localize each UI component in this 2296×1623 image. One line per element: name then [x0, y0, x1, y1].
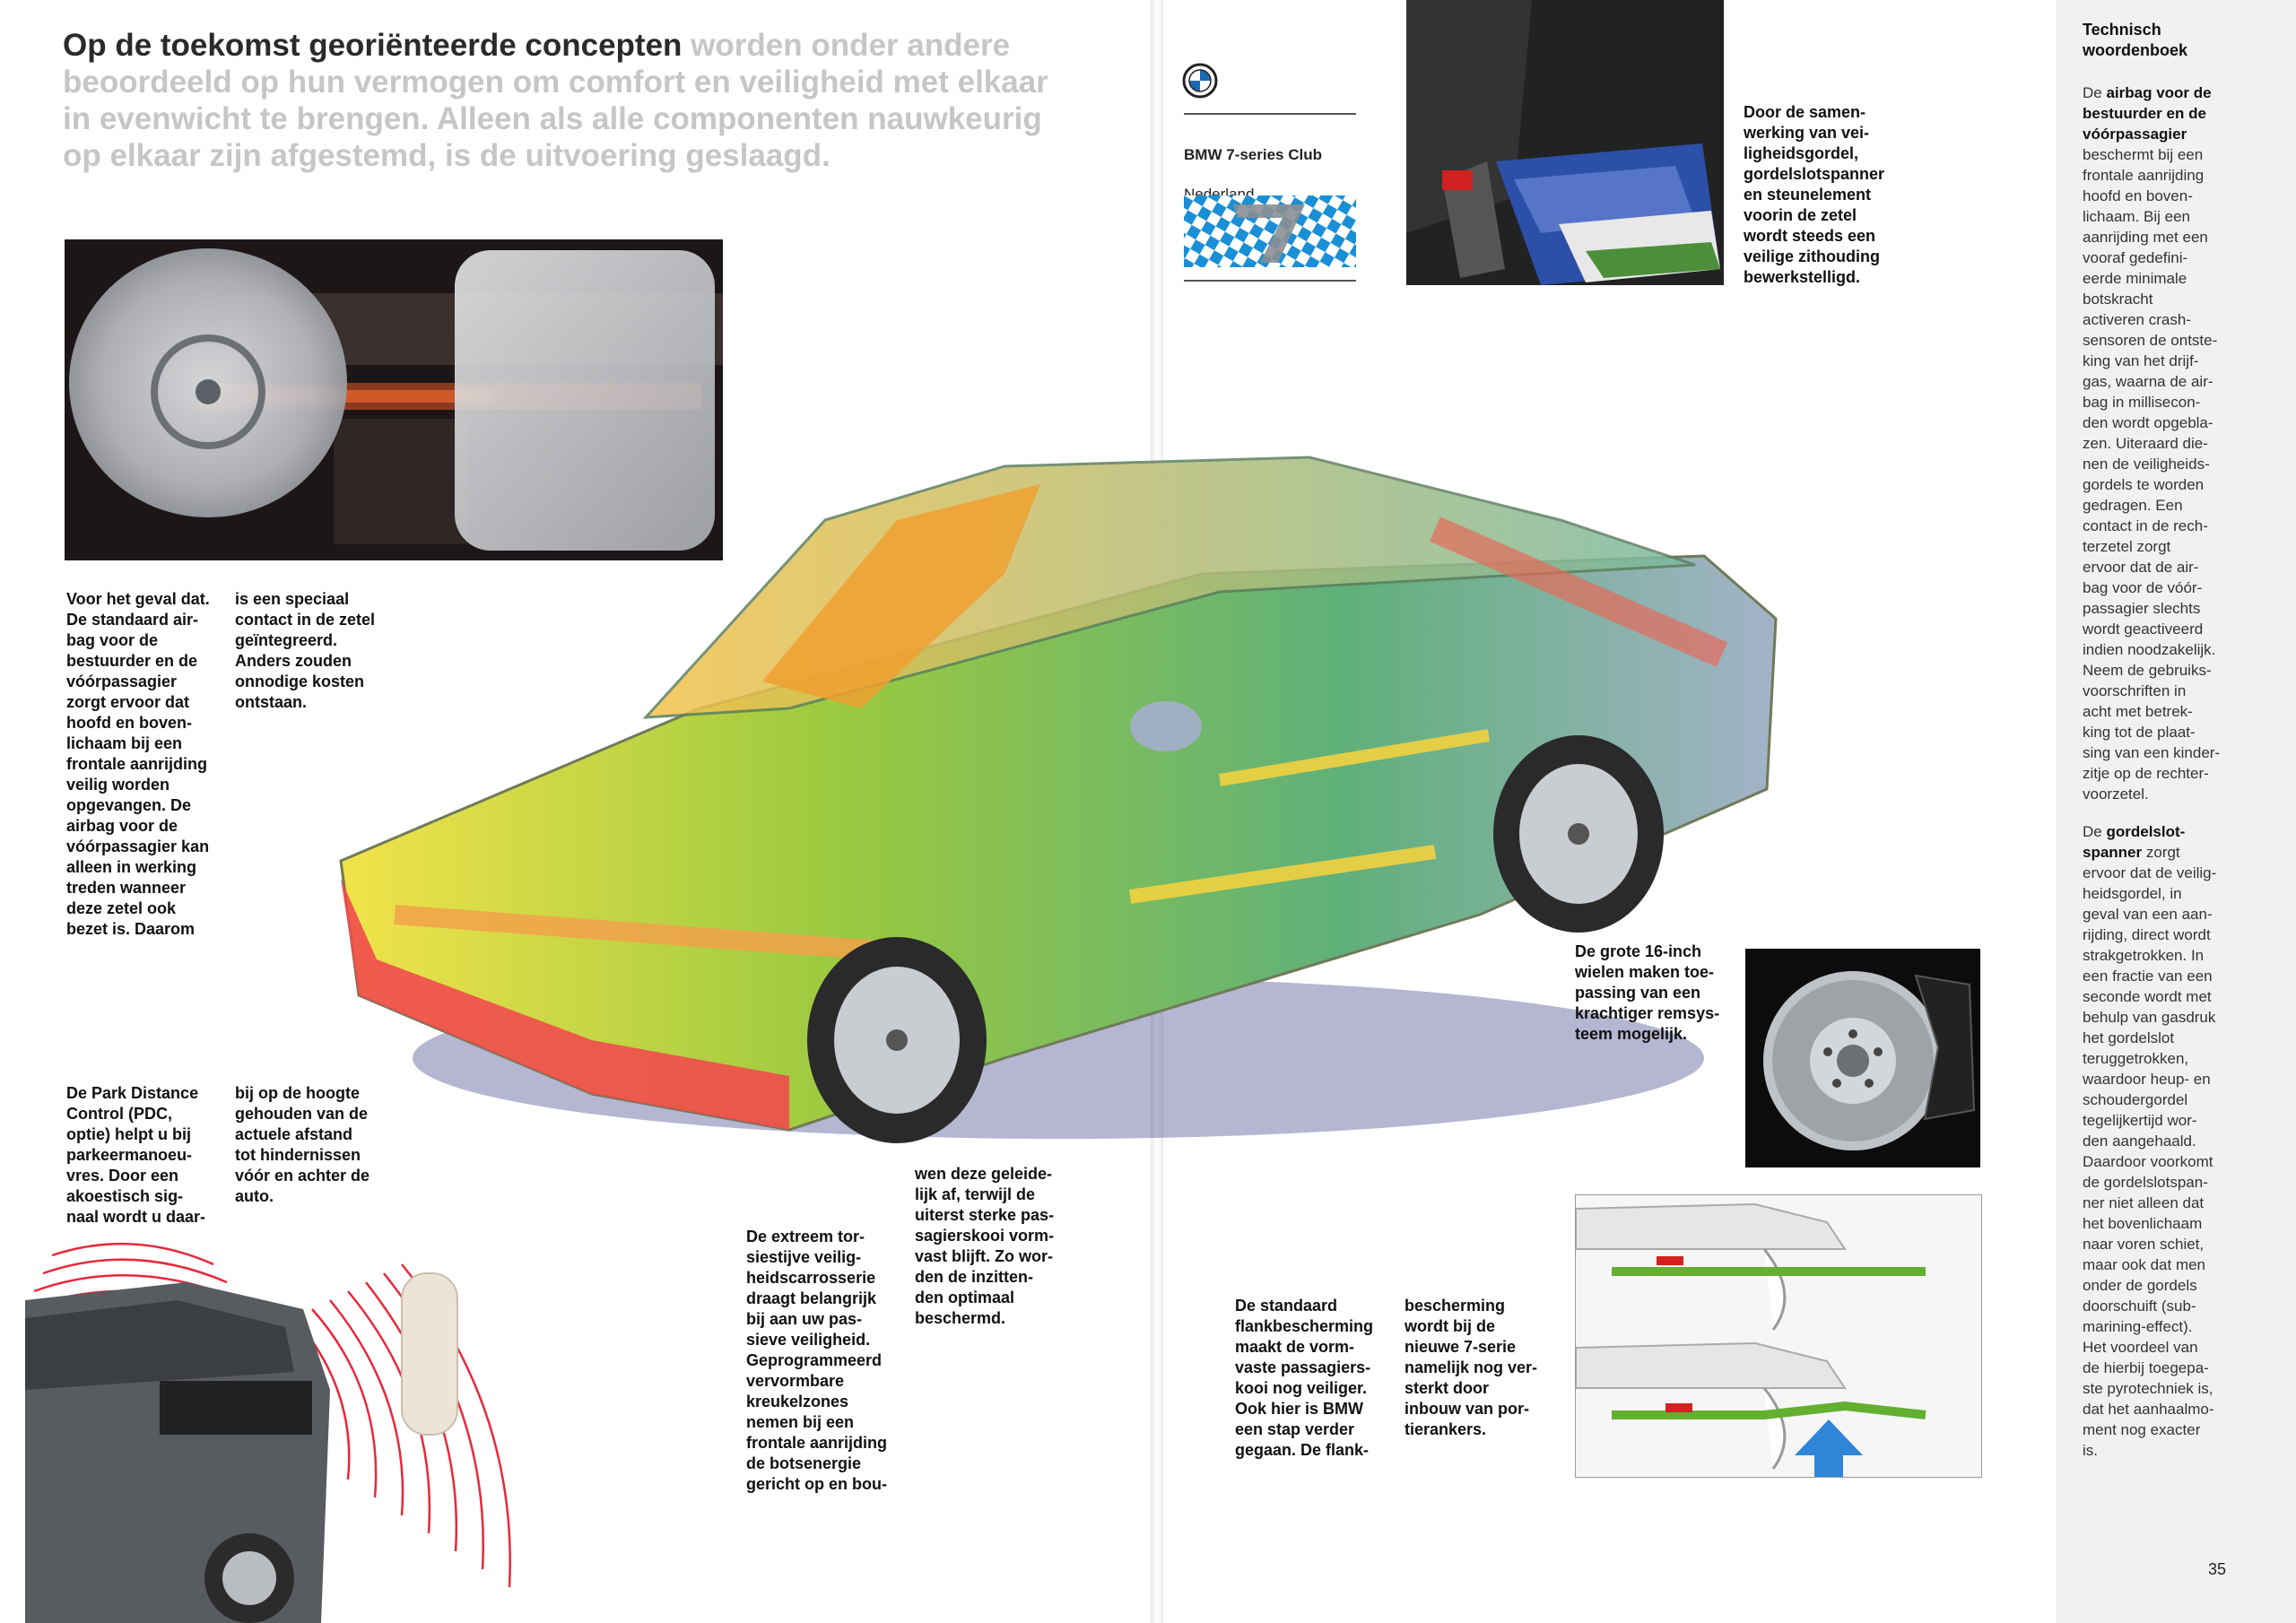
pdc-text-col1: De Park Distance Control (PDC, optie) he… [66, 1084, 206, 1226]
sidebar-paragraph-spanner: De gordelslot- spanner zorgt ervoor dat … [2083, 821, 2271, 1461]
bavarian-seven-logo [1184, 195, 1356, 267]
car-cutaway-illustration [323, 412, 1803, 1184]
sidebar-p1-term: airbag voor de bestuurder en de vóórpass… [2083, 84, 2212, 143]
car-cutaway-svg [339, 456, 1778, 1143]
pdc-waves-svg [25, 1242, 511, 1623]
airbag-photo [65, 239, 723, 560]
club-rule-bottom [1184, 280, 1356, 282]
sidebar-p2-pre: De [2083, 823, 2107, 840]
pdc-illustration [25, 1211, 563, 1623]
sidebar-p2-term: gordelslot- spanner [2083, 823, 2186, 861]
airbag-text-col2: is een speciaal contact in de zetel geïn… [235, 590, 376, 711]
brake-disc-photo [1745, 949, 1980, 1167]
club-name: BMW 7-series Club Nederland [1184, 126, 1322, 204]
sidebar-title: Technisch woordenboek [2083, 21, 2188, 59]
flank-diagram-svg [1576, 1195, 1981, 1477]
sidebar-p1-pre: De [2083, 84, 2107, 101]
flank-text-col2: bescherming wordt bij de nieuwe 7-serie … [1405, 1297, 1538, 1438]
flank-protection-diagram [1575, 1194, 1982, 1478]
seat-photo-illustration [1406, 0, 1724, 285]
seat-photo [1406, 0, 1724, 285]
headline: Op de toekomst georiënteerde concepten w… [63, 27, 1067, 174]
wheels-text: De grote 16-inch wielen maken toe- passi… [1575, 942, 1720, 1043]
club-name-line1: BMW 7-series Club [1184, 146, 1322, 163]
sidebar-paragraph-airbag: De airbag voor de bestuurder en de vóórp… [2083, 82, 2271, 804]
club-logo [1184, 195, 1356, 267]
body-text-col2: wen deze geleide- lijk af, terwijl de ui… [915, 1165, 1055, 1327]
body-text-col1: De extreem tor- siestijve veilig- heidsc… [746, 1228, 888, 1493]
airbag-photo-illustration [65, 239, 723, 560]
sidebar-p2-body: zorgt ervoor dat de veilig- heidsgordel,… [2083, 844, 2217, 1459]
page-number: 35 [2208, 1560, 2227, 1578]
pdc-text-col2: bij op de hoogte gehouden van de actuele… [235, 1084, 370, 1205]
bmw-roundel-icon [1182, 63, 1218, 99]
brake-disc-illustration [1745, 949, 1980, 1167]
club-rule-top [1184, 113, 1356, 115]
bmw-logo [1182, 63, 1218, 99]
sidebar [2056, 0, 2296, 1623]
headline-lead: Op de toekomst georiënteerde concepten [63, 28, 683, 63]
sidebar-p1-body: beschermt bij een frontale aanrijding ho… [2083, 146, 2221, 803]
flank-text-col1: De standaard flankbescherming maakt de v… [1235, 1297, 1374, 1459]
seat-text: Door de samen- werking van vei- ligheids… [1744, 103, 1885, 286]
headline-rest: worden onder andere beoordeeld op hun ve… [63, 28, 1048, 173]
airbag-text-col1: Voor het geval dat. De standaard air- ba… [66, 590, 210, 938]
